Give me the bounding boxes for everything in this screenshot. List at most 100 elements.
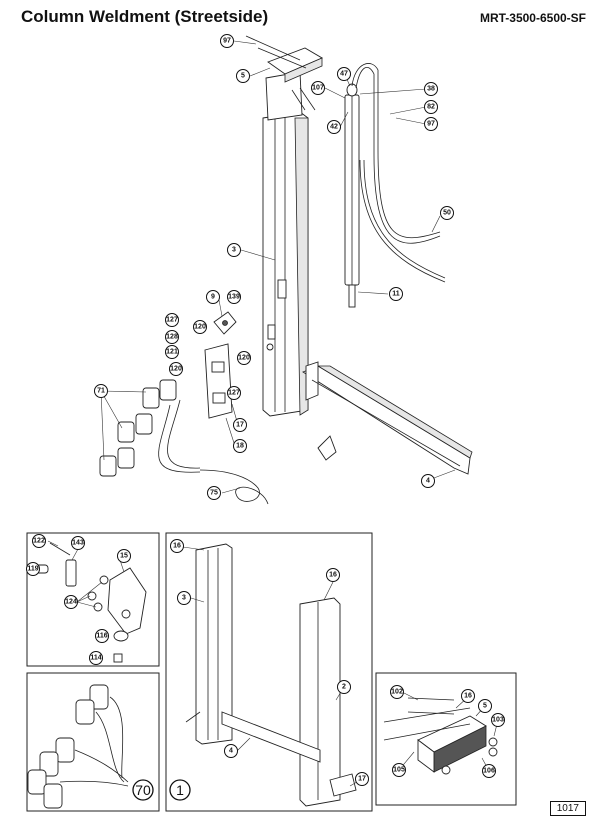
svg-text:97: 97 [427,121,435,128]
bracket-detail-parts [383,697,498,775]
model-number: MRT-3500-6500-SF [479,11,586,25]
callout-97-right: 97 [424,117,438,131]
svg-text:15: 15 [120,553,128,560]
svg-text:16: 16 [464,693,472,700]
svg-text:120: 120 [194,324,206,331]
callout-120-b: 120 [237,351,251,365]
hydraulic-cylinder [344,83,360,308]
callout-124: 124 [64,595,78,609]
callout-120-c: 120 [169,362,183,376]
svg-text:120: 120 [170,366,182,373]
page-number: 1017 [549,801,586,816]
detail-box-hardware [26,532,160,667]
svg-text:16: 16 [329,572,337,579]
callout-3-main: 3 [227,243,241,257]
callout-70: 70 [132,779,154,801]
svg-text:9: 9 [211,294,215,301]
wiring-harness [158,399,269,505]
column-detail-parts [185,543,357,807]
svg-text:4: 4 [229,748,233,755]
callout-121: 121 [165,345,179,359]
callout-102: 102 [390,685,404,699]
callout-71: 71 [94,384,108,398]
svg-text:18: 18 [236,443,244,450]
svg-text:128: 128 [166,334,178,341]
svg-text:38: 38 [427,86,435,93]
diagram-title: Column Weldment (Streetside) [21,7,269,26]
svg-text:2: 2 [342,684,346,691]
callout-16-bracket: 16 [461,689,475,703]
detail-box-bracket [375,672,517,806]
callout-97-top: 97 [220,34,234,48]
svg-text:127: 127 [166,317,178,324]
callout-75: 75 [207,486,221,500]
callout-107: 107 [311,81,325,95]
svg-text:11: 11 [392,291,400,298]
callout-116: 116 [95,629,109,643]
callout-122: 122 [32,534,46,548]
detail-box-harness [26,672,160,812]
callout-2: 2 [337,680,351,694]
svg-text:3: 3 [182,595,186,602]
top-bracket [245,35,323,111]
svg-text:4: 4 [426,478,430,485]
mounting-plate [317,435,337,461]
callout-15: 15 [117,549,131,563]
base-channel [302,361,473,475]
svg-text:119: 119 [27,566,38,573]
callout-82: 82 [424,100,438,114]
control-plate [204,343,233,419]
svg-text:102: 102 [391,689,403,696]
svg-text:42: 42 [330,124,338,131]
callout-139: 139 [227,290,241,304]
callout-17-col: 17 [355,772,369,786]
callout-47: 47 [337,67,351,81]
callout-4-col: 4 [224,744,238,758]
callout-119: 119 [26,562,40,576]
svg-text:106: 106 [483,768,495,775]
callout-127-b: 127 [227,386,241,400]
callout-16-col-b: 16 [326,568,340,582]
svg-text:107: 107 [312,85,324,92]
svg-text:124: 124 [65,599,77,606]
callout-106: 106 [482,764,496,778]
svg-text:71: 71 [97,388,105,395]
callout-38: 38 [424,82,438,96]
svg-text:122: 122 [33,538,45,545]
callout-105: 105 [392,763,406,777]
callout-5-bracket: 5 [478,699,492,713]
hardware-detail-parts [35,542,147,663]
callout-3-col: 3 [177,591,191,605]
callout-18: 18 [233,439,247,453]
svg-text:3: 3 [232,247,236,254]
svg-text:121: 121 [166,349,178,356]
svg-text:139: 139 [228,294,240,301]
callout-17-main: 17 [233,418,247,432]
svg-text:17: 17 [236,422,244,429]
svg-text:75: 75 [210,490,218,497]
svg-text:143: 143 [72,540,84,547]
column-weldment [262,71,309,417]
svg-text:1: 1 [176,782,184,798]
svg-text:114: 114 [90,655,101,662]
callout-127-a: 127 [165,313,179,327]
svg-text:116: 116 [96,633,107,640]
callout-4-main: 4 [421,474,435,488]
svg-text:16: 16 [173,543,181,550]
callout-11: 11 [389,287,403,301]
svg-text:5: 5 [483,703,487,710]
svg-text:127: 127 [228,390,240,397]
callout-1: 1 [169,779,191,801]
svg-text:17: 17 [358,776,366,783]
svg-text:70: 70 [135,782,151,798]
detail-box-column [165,532,373,812]
svg-text:105: 105 [393,767,405,774]
callout-120-a: 120 [193,320,207,334]
hydraulic-hose [351,63,446,283]
switch-bezels [99,379,177,477]
callout-5: 5 [236,69,250,83]
callout-103: 103 [491,713,505,727]
callout-50: 50 [440,206,454,220]
svg-text:50: 50 [443,210,451,217]
